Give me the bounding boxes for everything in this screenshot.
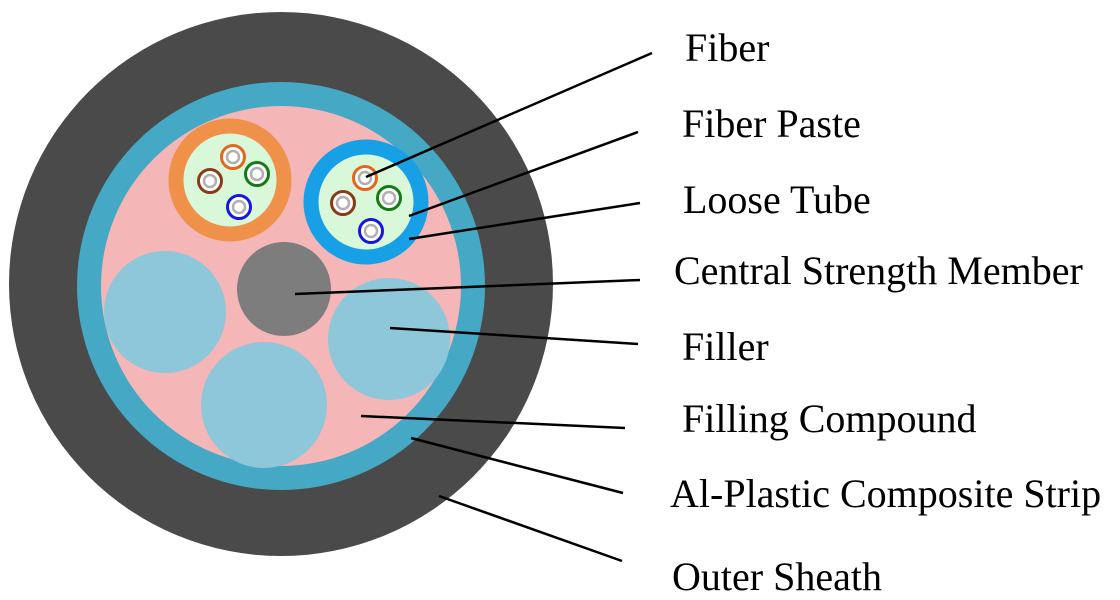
leader-line-filling-compound — [360, 414, 626, 430]
leader-line-fiber-paste — [408, 130, 639, 218]
leader-line-al-plastic-composite-strip — [410, 436, 624, 495]
label-loose-tube: Loose Tube — [683, 177, 871, 222]
loose-tube-blue-fiber-1-core — [357, 170, 373, 186]
leader-line-central-strength-member — [294, 278, 641, 296]
leader-line-filler — [389, 326, 639, 346]
loose-tube-blue — [303, 139, 429, 265]
leader-line-loose-tube — [408, 201, 641, 241]
loose-tubes — [168, 118, 429, 265]
loose-tube-orange — [168, 118, 292, 242]
filler-rod-2 — [201, 342, 327, 468]
leader-lines — [294, 51, 653, 563]
label-fiber-paste: Fiber Paste — [682, 101, 861, 146]
loose-tube-blue-fiber-4-core — [363, 223, 379, 239]
leader-line-outer-sheath — [438, 494, 623, 563]
leader-line-fiber — [365, 51, 653, 179]
label-central-strength-member: Central Strength Member — [674, 248, 1083, 293]
label-filling-compound: Filling Compound — [682, 396, 977, 441]
loose-tube-orange-fiber-3-core — [202, 173, 218, 189]
loose-tube-blue-fiber-2-core — [381, 190, 397, 206]
loose-tube-orange-fiber-4-core — [231, 199, 247, 215]
label-fiber: Fiber — [685, 25, 769, 70]
label-al-plastic-composite-strip: Al-Plastic Composite Strip — [670, 471, 1101, 516]
loose-tube-orange-fiber-1-core — [225, 149, 241, 165]
label-outer-sheath: Outer Sheath — [672, 554, 882, 599]
loose-tube-blue-fiber-3-core — [335, 195, 351, 211]
central-strength-member-rod — [237, 242, 331, 336]
filler-rod-3 — [328, 278, 450, 400]
filler-rod-1 — [104, 251, 226, 373]
label-filler: Filler — [682, 324, 769, 369]
loose-tube-orange-fiber-2-core — [249, 166, 265, 182]
filler-rods — [104, 251, 450, 468]
